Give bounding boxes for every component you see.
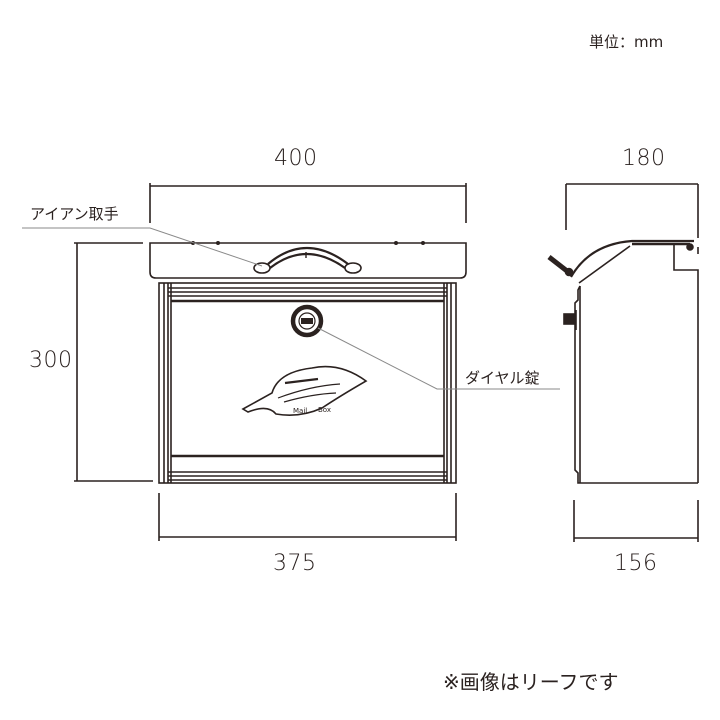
leaf-text-box: Box bbox=[318, 406, 331, 414]
callout-dial-lock: ダイヤル錠 bbox=[465, 369, 540, 387]
dimension-line-156 bbox=[573, 500, 699, 542]
dimension-bottom-width: 375 bbox=[273, 551, 317, 576]
side-dial-knob bbox=[563, 313, 575, 325]
leader-dial bbox=[317, 327, 560, 390]
front-view: Mail Box bbox=[22, 183, 560, 541]
callout-iron-handle: アイアン取手 bbox=[30, 205, 119, 223]
dial-lock-icon bbox=[290, 304, 324, 338]
dimension-side-top-depth: 180 bbox=[622, 146, 666, 171]
dimension-top-width: 400 bbox=[274, 146, 318, 171]
leaf-emblem-icon: Mail Box bbox=[241, 365, 368, 416]
iron-handle-icon bbox=[253, 246, 362, 274]
leaf-text-mail: Mail bbox=[293, 407, 307, 415]
dimension-side-bottom-depth: 156 bbox=[614, 551, 658, 576]
side-lid bbox=[570, 239, 694, 278]
dimension-line-180 bbox=[565, 183, 699, 238]
unit-label: 単位：mm bbox=[589, 33, 664, 51]
dimension-height: 300 bbox=[29, 348, 73, 373]
leader-handle bbox=[22, 227, 263, 267]
dimension-line-375 bbox=[158, 493, 457, 541]
leader-lines bbox=[22, 227, 560, 390]
dimension-line-300 bbox=[74, 242, 153, 482]
dimension-line-400 bbox=[149, 183, 467, 223]
side-view bbox=[547, 183, 699, 542]
side-handle-icon bbox=[547, 255, 574, 277]
body-frame bbox=[158, 282, 457, 484]
lid bbox=[149, 242, 467, 279]
footer-note: ※画像はリーフです bbox=[443, 670, 619, 694]
